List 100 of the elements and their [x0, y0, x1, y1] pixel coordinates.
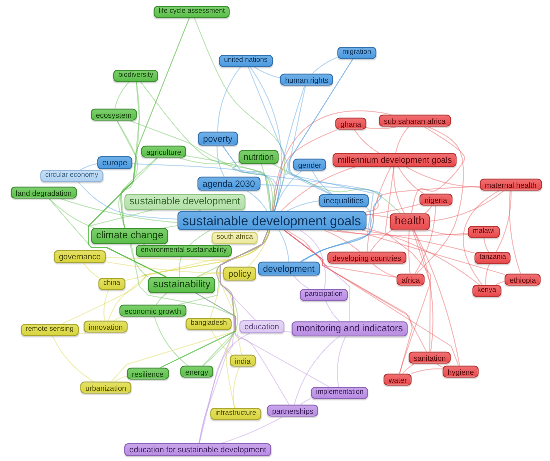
keyword-label: education for sustainable development	[130, 445, 266, 455]
keyword-box	[379, 114, 451, 128]
keyword-box	[180, 366, 214, 378]
connection-line	[211, 329, 233, 356]
keyword-label: sustainable development	[130, 196, 240, 208]
connection-line	[484, 237, 490, 253]
connection-line	[284, 230, 350, 322]
connection-line	[325, 300, 340, 322]
keyword-box	[127, 368, 169, 380]
keyword-box	[332, 153, 458, 167]
keyword-box	[21, 324, 79, 336]
keyword-box	[84, 320, 128, 334]
connection-line	[312, 57, 338, 74]
keyword-label: education	[244, 322, 280, 332]
connection-line	[198, 333, 250, 444]
connection-line	[414, 206, 436, 274]
connection-line	[88, 209, 167, 278]
connection-line	[436, 364, 444, 368]
connection-line	[509, 190, 522, 274]
connection-line	[130, 243, 236, 368]
connection-line	[190, 230, 211, 246]
keyword-box	[472, 285, 502, 297]
connection-line	[405, 166, 481, 188]
keyword-label: governance	[59, 252, 101, 262]
keyword-box	[136, 245, 232, 257]
keyword-box	[224, 266, 256, 282]
keyword-box	[198, 132, 238, 146]
connection-line	[289, 58, 354, 195]
keyword-box	[11, 186, 77, 200]
connection-line	[408, 230, 411, 274]
connection-line	[286, 230, 460, 366]
keyword-box	[212, 232, 258, 244]
keyword-label: sustainable development goals	[182, 212, 362, 230]
connection-line	[272, 163, 402, 214]
connection-line	[284, 230, 413, 374]
connection-line	[366, 186, 481, 213]
keyword-box	[267, 404, 319, 418]
connection-line	[411, 126, 466, 214]
keyword-box	[230, 354, 256, 368]
connection-line	[398, 166, 424, 194]
connection-line	[130, 243, 149, 278]
connection-line	[61, 198, 178, 224]
connection-line	[495, 281, 506, 286]
connection-line	[118, 158, 158, 229]
connection-line	[362, 230, 476, 254]
connection-line	[414, 230, 460, 366]
connection-line	[428, 230, 469, 236]
connection-line	[154, 316, 189, 366]
connection-line	[328, 230, 469, 236]
keyword-box	[238, 150, 280, 164]
connection-line	[273, 130, 338, 212]
connection-line	[248, 66, 374, 262]
connection-line	[496, 190, 512, 253]
connection-line	[284, 331, 292, 333]
connection-line	[78, 181, 178, 220]
connection-line	[312, 170, 334, 195]
keyword-label: climate change	[96, 230, 164, 242]
keyword-box	[293, 158, 327, 172]
connection-line	[217, 66, 242, 132]
connection-line	[396, 126, 410, 154]
connection-line	[140, 81, 274, 212]
keyword-box	[98, 278, 126, 290]
keyword-box	[338, 47, 376, 59]
keyword-box	[240, 320, 284, 334]
keyword-label: policy	[228, 268, 252, 280]
connection-line	[370, 230, 393, 252]
connection-line	[366, 126, 397, 130]
keyword-box	[148, 277, 216, 293]
keyword-box	[420, 194, 452, 206]
connection-line	[411, 368, 444, 374]
connection-line	[156, 292, 168, 306]
keyword-box	[141, 146, 187, 158]
connection-line	[199, 230, 269, 444]
keyword-box	[91, 108, 137, 122]
keyword-box	[318, 194, 370, 208]
keyword-label: europe	[102, 158, 128, 168]
connection-line	[84, 263, 100, 279]
keyword-box	[292, 322, 408, 336]
connection-line	[463, 190, 500, 286]
connection-line	[196, 272, 224, 278]
connection-line	[336, 230, 506, 276]
keyword-box	[154, 6, 230, 18]
connection-line	[246, 190, 268, 212]
connection-line	[354, 130, 380, 154]
connection-line	[294, 276, 310, 290]
keyword-box	[396, 274, 426, 286]
keyword-box	[80, 382, 132, 394]
connection-line	[104, 289, 110, 322]
connection-line	[78, 332, 87, 335]
keyword-box	[124, 194, 246, 210]
connection-line	[216, 146, 226, 178]
connection-line	[413, 230, 434, 352]
keyword-box	[178, 211, 366, 231]
connection-line	[114, 376, 128, 382]
connection-line	[300, 230, 326, 290]
keyword-label: inequalities	[324, 196, 364, 206]
connection-line	[424, 206, 433, 214]
connection-line	[274, 170, 302, 212]
connection-line	[300, 398, 312, 406]
keyword-label: development	[263, 263, 315, 275]
